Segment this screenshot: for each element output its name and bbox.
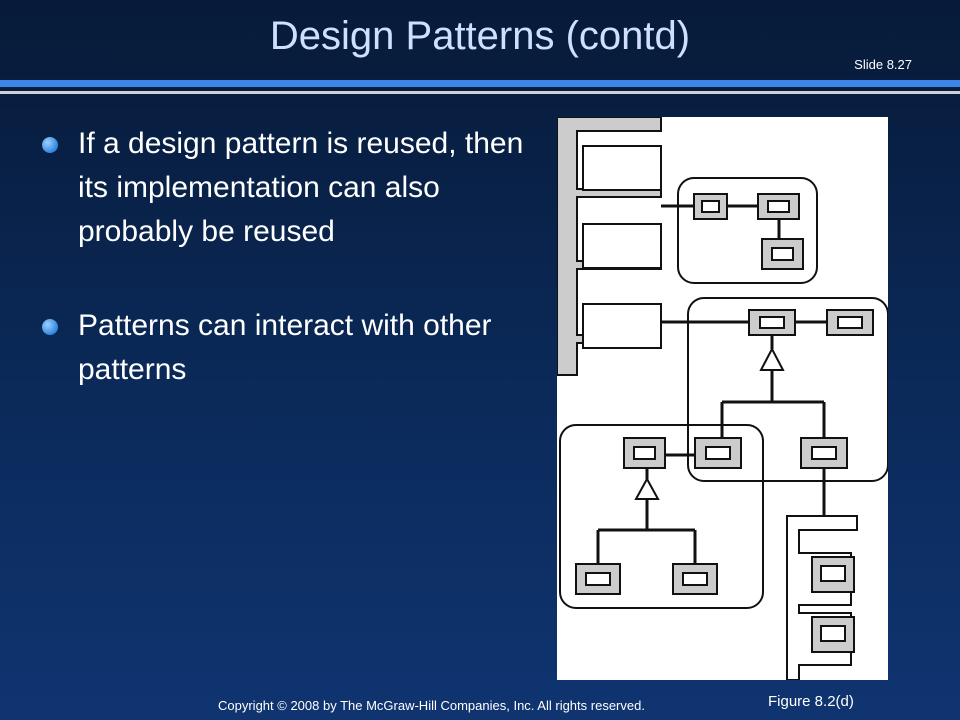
copyright-notice: Copyright © 2008 by The McGraw-Hill Comp… [218,698,645,713]
comb-class-box-inner [820,625,846,642]
pattern-group-middle [687,297,888,482]
bullet-list: If a design pattern is reused, then its … [42,122,532,442]
class-box-inner [759,316,785,329]
pattern-diagram [557,117,888,680]
slide-number: Slide 8.27 [854,57,912,72]
pattern-group-lower-left [559,424,764,609]
class-box-inner [837,316,863,329]
class-box-inner [705,446,731,460]
comb-slot-box [582,145,662,191]
inheritance-triangle [634,476,660,500]
title-rule-thick [0,80,960,87]
class-box-inner [767,200,790,213]
slide-title: Design Patterns (contd) [269,14,691,58]
bullet-text: Patterns can interact with other pattern… [78,309,492,386]
class-box-inner [811,446,837,460]
class-box-inner [633,446,656,460]
class-box-inner [701,200,720,213]
comb-slot-box [582,223,662,269]
bullet-text: If a design pattern is reused, then its … [78,127,524,248]
bullet-dot-icon [42,137,58,153]
bullet-item: Patterns can interact with other pattern… [42,304,532,392]
inheritance-triangle [759,346,785,371]
bullet-item: If a design pattern is reused, then its … [42,122,532,254]
class-box [693,193,728,220]
class-box-inner [585,572,611,586]
class-box [575,563,621,595]
class-box-inner [771,247,794,261]
class-box-inner [682,572,708,586]
comb-slot-box [582,303,662,349]
comb-class-box-inner [820,565,846,582]
right-comb-shape [786,515,858,680]
figure-caption: Figure 8.2(d) [768,693,854,710]
bullet-dot-icon [42,319,58,335]
pattern-diagram-svg [557,117,888,680]
pattern-group-top [677,177,818,284]
title-rule-thin [0,91,960,94]
